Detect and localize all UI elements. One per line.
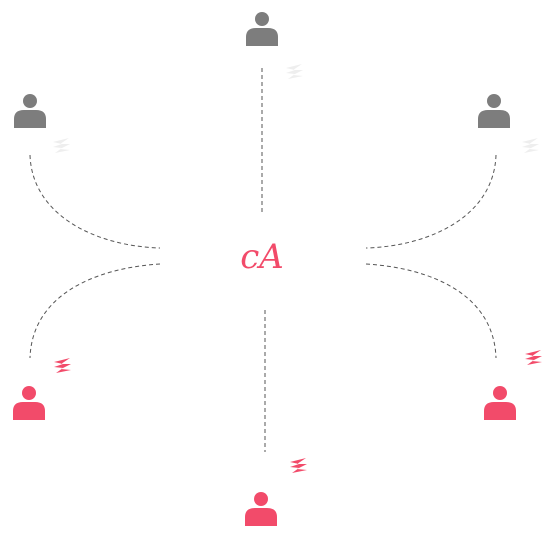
connector-lower-left: [29, 263, 161, 359]
user-icon: [484, 386, 516, 420]
connectors: [29, 68, 497, 452]
user-icon: [14, 94, 46, 128]
user-icon: [246, 12, 278, 46]
connector-upper-left: [29, 154, 161, 249]
connector-upper-right: [365, 154, 497, 249]
wave-badge-icon: [286, 64, 303, 79]
wave-badge-icon: [53, 138, 70, 153]
wave-badge-icon: [522, 138, 539, 153]
user-icon: [245, 492, 277, 526]
node-upper-left[interactable]: [14, 94, 70, 153]
center-logo: cA: [240, 237, 284, 277]
connector-lower-right: [365, 263, 497, 359]
wave-badge-icon: [54, 358, 71, 373]
node-top[interactable]: [246, 12, 303, 79]
wave-badge-icon: [525, 350, 542, 365]
node-lower-right[interactable]: [484, 350, 542, 420]
node-bottom[interactable]: [245, 458, 307, 526]
wave-badge-icon: [290, 458, 307, 473]
node-upper-right[interactable]: [478, 94, 539, 153]
node-lower-left[interactable]: [13, 358, 71, 420]
user-icon: [13, 386, 45, 420]
user-icon: [478, 94, 510, 128]
